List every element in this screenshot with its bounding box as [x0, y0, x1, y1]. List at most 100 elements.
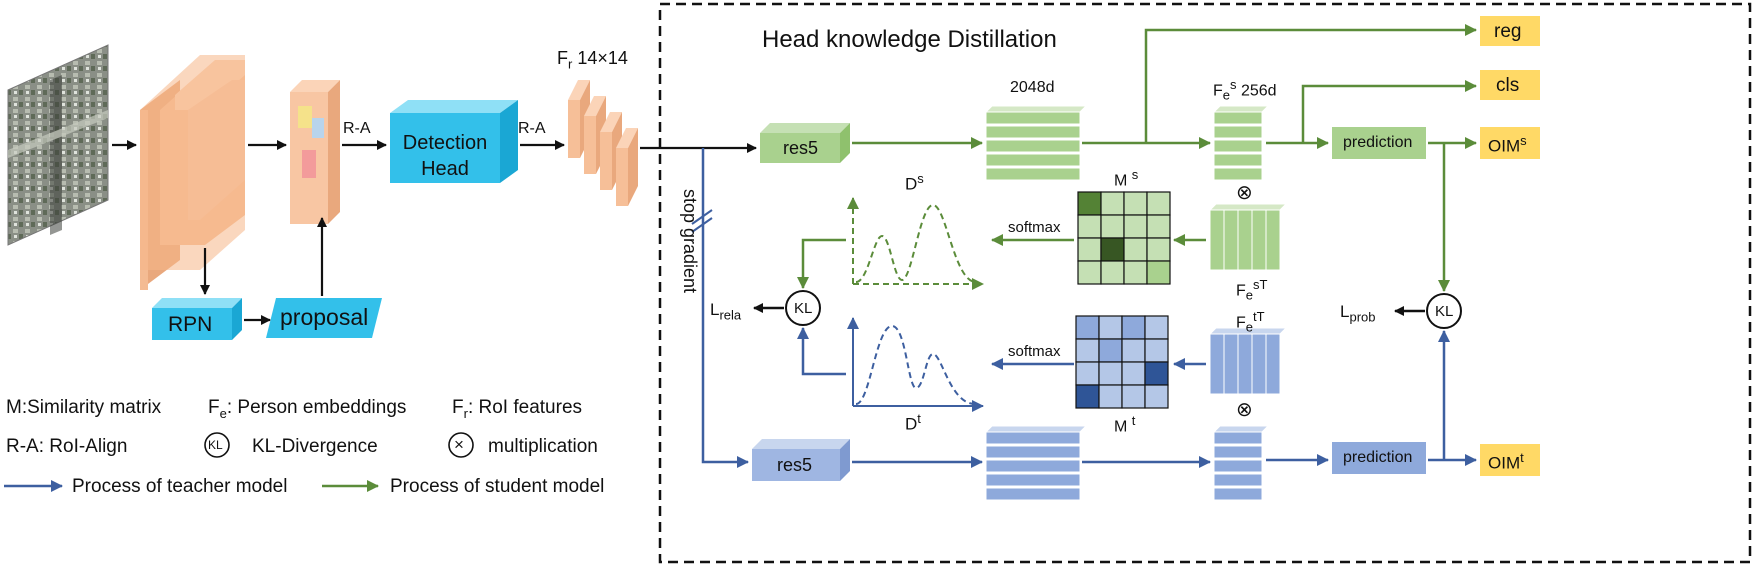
stop-gradient-label: stop gradient	[680, 188, 700, 294]
teacher-similarity-matrix	[1075, 315, 1169, 409]
student-fe-transposed	[1208, 203, 1288, 271]
fe-st-sup: sT	[1253, 277, 1268, 292]
softmax-label-bottom: softmax	[1008, 343, 1061, 360]
student-similarity-matrix	[1077, 191, 1171, 285]
student-arrows	[797, 24, 1477, 292]
rpn-label: RPN	[168, 313, 213, 336]
legend-fe-a: F	[208, 397, 220, 418]
loss-prob-main: L	[1340, 302, 1350, 321]
legend-fr: Fr: RoI features	[452, 398, 582, 420]
dt-label: Dt	[905, 412, 921, 433]
mt-sup: t	[1131, 413, 1136, 428]
fe-st-sub: e	[1245, 287, 1254, 303]
fe-st-label: FesT	[1236, 278, 1267, 302]
ms-label: M s	[1114, 168, 1138, 189]
loss-rela-sub: rela	[719, 307, 742, 323]
oim-t-main: OIM	[1488, 453, 1521, 473]
ds-main: D	[905, 174, 918, 194]
student-distribution-plot	[847, 197, 984, 290]
mt-label: M t	[1114, 414, 1135, 435]
input-image	[7, 44, 109, 246]
student-res5-label: res5	[783, 138, 819, 158]
fr-main: F	[557, 48, 568, 68]
fe-s-label: Fes 256d	[1213, 78, 1277, 102]
distillation-frame	[658, 2, 1752, 564]
legend-kl-symbol: KL	[208, 438, 223, 452]
student-res5-block	[760, 123, 850, 163]
legend-fr-sub: r	[463, 405, 468, 421]
fe-st-main: F	[1236, 282, 1246, 300]
legend-fr-a: F	[452, 397, 464, 418]
feature-map-proposals	[290, 80, 340, 224]
fe-tt-main: F	[1236, 314, 1246, 332]
oim-t-label: OIMt	[1488, 451, 1524, 472]
teacher-fe-stack	[1212, 425, 1270, 501]
fe-tt-label: FetT	[1236, 310, 1265, 334]
loss-arrows	[753, 303, 1425, 316]
kl-prob-text: KL	[1435, 303, 1454, 320]
output-boxes	[1480, 16, 1540, 476]
teacher-fe-transposed	[1208, 327, 1288, 395]
legend-teacher: Process of teacher model	[72, 476, 288, 497]
legend-fe-b: : Person embeddings	[226, 397, 407, 418]
legend-fe-sub: e	[219, 405, 227, 421]
oim-t-sup: t	[1520, 450, 1524, 465]
dt-main: D	[905, 414, 918, 434]
proposal-label: proposal	[280, 304, 369, 330]
fr-sub: r	[568, 56, 573, 72]
kl-prob-circle	[1426, 293, 1462, 329]
legend-kl: KL-Divergence	[252, 436, 378, 457]
teacher-arrows	[701, 148, 1477, 468]
roi-feature-label: Fr 14×14	[557, 49, 628, 71]
student-2048d-stack	[984, 105, 1088, 181]
proposal-block	[266, 298, 382, 338]
mult-symbol-bottom: ⊗	[1236, 399, 1253, 421]
legend-fr-b: : RoI features	[467, 397, 583, 418]
teacher-prediction-label: prediction	[1343, 449, 1413, 466]
ms-main: M	[1114, 172, 1128, 190]
softmax-label-top: softmax	[1008, 219, 1061, 236]
legend-mult-symbol: ×	[454, 435, 464, 454]
cls-label: cls	[1496, 75, 1520, 96]
loss-prob-label: Lprob	[1340, 303, 1376, 323]
loss-rela-label: Lrela	[710, 301, 741, 321]
rpn-block	[152, 298, 242, 340]
fe-s-sup: s	[1230, 77, 1237, 92]
legend-ra: R-A: RoI-Align	[6, 436, 128, 457]
mt-main: M	[1114, 418, 1128, 436]
legend-fe: Fe: Person embeddings	[208, 398, 406, 420]
oim-s-sup: s	[1520, 133, 1527, 148]
legend-mult: multiplication	[488, 436, 598, 457]
ms-sup: s	[1131, 167, 1139, 182]
loss-rela-main: L	[710, 300, 720, 319]
mult-symbol-top: ⊗	[1236, 182, 1253, 204]
teacher-prediction-box	[1332, 442, 1426, 474]
fe-tt-sub: e	[1245, 319, 1254, 335]
legend-student: Process of student model	[390, 476, 605, 497]
roi-align-label-2: R-A	[518, 120, 546, 137]
detection-head-label: Detection Head	[402, 132, 488, 180]
legend-graphics	[4, 432, 474, 492]
roi-align-label-1: R-A	[343, 120, 371, 137]
reg-label: reg	[1494, 21, 1522, 42]
fr-size: 14×14	[577, 48, 628, 68]
teacher-distribution-plot	[847, 317, 984, 412]
backbone-network	[140, 55, 245, 290]
fe-tt-sup: tT	[1253, 309, 1265, 324]
ds-label: Ds	[905, 172, 924, 193]
teacher-res5-block	[752, 439, 850, 481]
student-fe-stack	[1212, 105, 1270, 181]
diagram-title: Head knowledge Distillation	[762, 26, 1057, 53]
dt-sup: t	[917, 411, 921, 426]
kl-rela-text: KL	[794, 300, 813, 317]
fe-s-dim: 256d	[1240, 82, 1277, 100]
teacher-2048d-stack	[984, 425, 1088, 501]
loss-prob-sub: prob	[1349, 309, 1376, 325]
student-prediction-box	[1332, 127, 1426, 159]
fe-s-main: F	[1213, 82, 1223, 100]
dim-2048-label: 2048d	[1010, 79, 1055, 96]
roi-feature-slices	[568, 80, 638, 206]
ds-sup: s	[917, 171, 924, 186]
